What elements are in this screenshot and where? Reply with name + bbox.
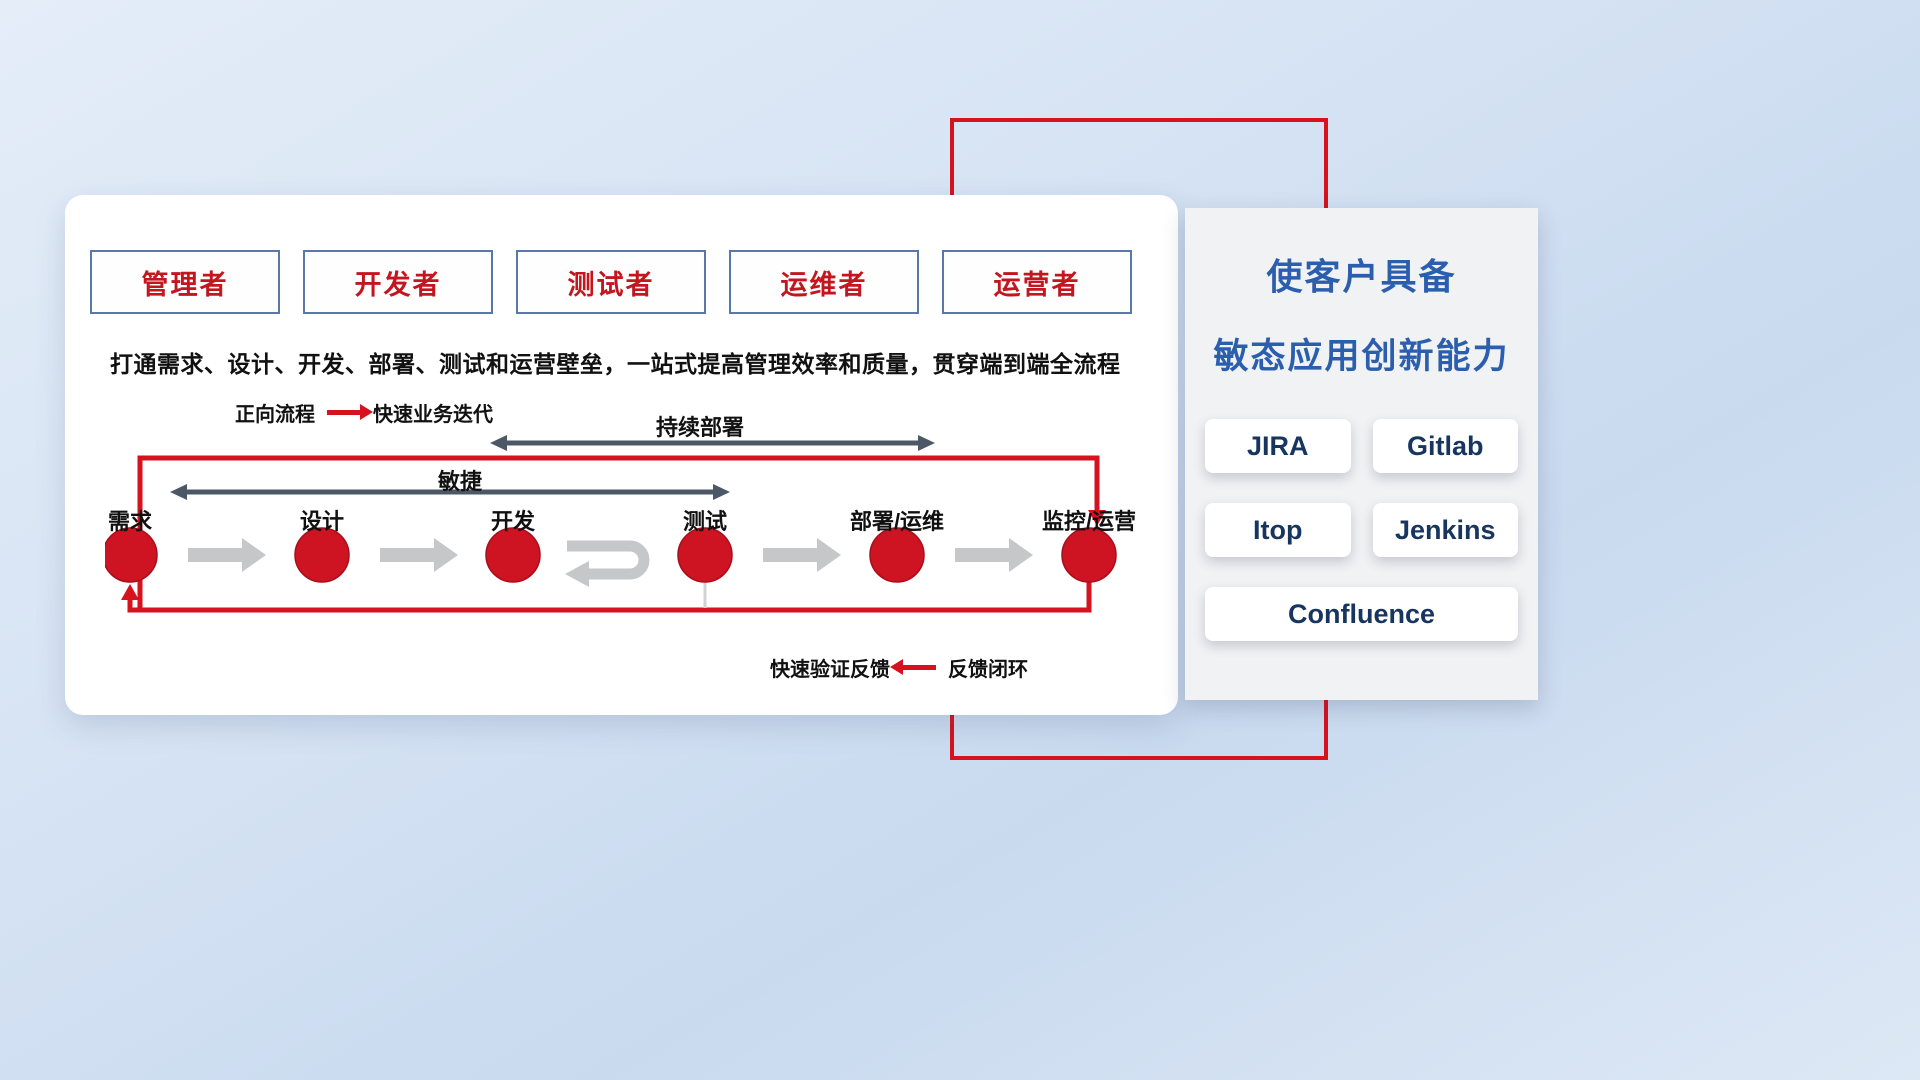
stage-arrow-5-icon xyxy=(955,538,1033,572)
stage-label-testing: 测试 xyxy=(682,509,728,534)
tool-gitlab: Gitlab xyxy=(1372,419,1518,473)
stage-circle-monitor-operations xyxy=(1061,527,1117,583)
capability-title-line2: 敏态应用创新能力 xyxy=(1213,337,1510,376)
cd-label: 持续部署 xyxy=(655,415,745,440)
legend-forward-flow: 正向流程 快速业务迭代 xyxy=(235,398,493,427)
forward-loop-line xyxy=(137,455,1100,610)
stage-arrow-1-icon xyxy=(188,538,266,572)
tool-confluence: Confluence xyxy=(1205,587,1518,641)
stage-arrow-4-icon xyxy=(763,538,841,572)
roles-row: 管理者 开发者 测试者 运维者 运营者 xyxy=(90,250,1178,314)
legend-feedback-loop: 快速验证反馈 反馈闭环 xyxy=(770,653,1028,682)
tool-itop: Itop xyxy=(1205,503,1351,557)
tool-jira: JIRA xyxy=(1205,419,1351,473)
stage-label-requirements: 需求 xyxy=(107,509,153,534)
iteration-uturn-icon xyxy=(567,540,650,580)
capability-title-line1: 使客户具备 xyxy=(1266,256,1457,297)
forward-loop-arrowhead-icon xyxy=(1088,510,1106,526)
forward-arrow-icon xyxy=(327,404,373,420)
iteration-uturn-arrowhead-icon xyxy=(565,561,589,587)
agile-left-arrowhead-icon xyxy=(170,484,187,500)
stage-label-monitor-operations: 监控/运营 xyxy=(1041,509,1137,534)
feedback-arrow-icon xyxy=(890,659,936,675)
tool-jenkins: Jenkins xyxy=(1372,503,1518,557)
stage-circle-design xyxy=(294,527,350,583)
flow-diagram-canvas xyxy=(105,435,1117,613)
feedback-loop-arrowhead-icon xyxy=(121,584,139,600)
feedback-loop-line xyxy=(127,582,1092,613)
stage-arrow-2-icon xyxy=(380,538,458,572)
agile-right-arrowhead-icon xyxy=(713,484,730,500)
role-box-developer: 开发者 xyxy=(303,250,493,314)
stage-circle-requirements xyxy=(105,527,158,583)
legend-feedback-label: 快速验证反馈 xyxy=(770,659,890,681)
legend-feedback-value: 反馈闭环 xyxy=(948,659,1028,681)
legend-forward-label: 正向流程 xyxy=(235,404,315,426)
stage-label-deploy-ops: 部署/运维 xyxy=(849,509,945,534)
agile-label: 敏捷 xyxy=(437,469,483,494)
tools-grid: JIRA Gitlab Itop Jenkins Confluence xyxy=(1205,419,1518,641)
role-box-ops: 运维者 xyxy=(729,250,919,314)
role-box-operator: 运营者 xyxy=(942,250,1132,314)
cd-right-arrowhead-icon xyxy=(918,435,935,451)
panel-description: 打通需求、设计、开发、部署、测试和运营壁垒，一站式提高管理效率和质量，贯穿端到端… xyxy=(110,351,1121,377)
stage-circle-testing xyxy=(677,527,733,583)
stage-label-design: 设计 xyxy=(299,509,345,534)
role-box-tester: 测试者 xyxy=(516,250,706,314)
devops-flow-panel: 管理者 开发者 测试者 运维者 运营者 打通需求、设计、开发、部署、测试和运营壁… xyxy=(65,195,1178,715)
capability-panel: 使客户具备 敏态应用创新能力 JIRA Gitlab Itop Jenkins … xyxy=(1185,208,1538,700)
stage-circle-deploy-ops xyxy=(869,527,925,583)
stage-circle-development xyxy=(485,527,541,583)
cd-left-arrowhead-icon xyxy=(490,435,507,451)
stage-label-development: 开发 xyxy=(490,509,536,534)
flow-diagram: 持续部署 敏捷 需求 设计 开发 测试 部署/运维 监控/运营 xyxy=(105,415,1165,635)
role-box-manager: 管理者 xyxy=(90,250,280,314)
legend-forward-value: 快速业务迭代 xyxy=(373,404,493,426)
